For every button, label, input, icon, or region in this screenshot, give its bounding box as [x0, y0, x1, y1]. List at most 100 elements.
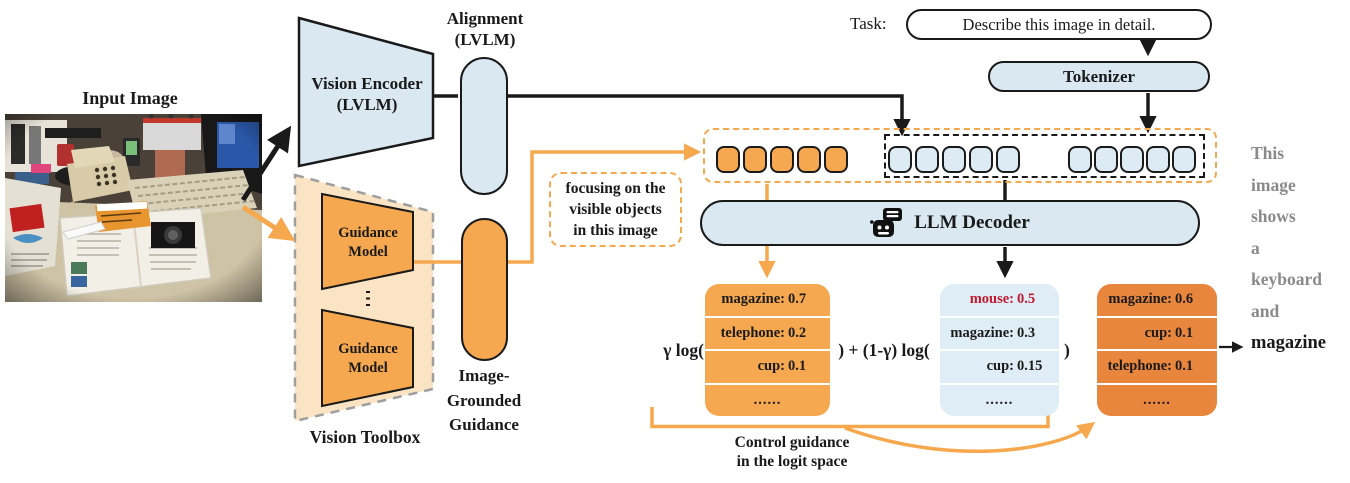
formula-gamma-log: γ log( [663, 340, 704, 360]
alignment-label-line1: Alignment [446, 9, 524, 28]
logit-row: telephone: 0.2 [705, 315, 830, 350]
llm-decoder-pill: LLM Decoder [700, 200, 1200, 246]
igg-label-line2: Grounded [446, 390, 522, 410]
logit-value: 0.5 [1017, 291, 1036, 308]
guidance-model-2-line2: Model [348, 359, 388, 376]
text-token [942, 146, 966, 173]
logit-row: mouse: 0.5 [940, 284, 1059, 316]
logit-row: cup: 0.15 [940, 349, 1059, 383]
text-token [1146, 146, 1170, 173]
output-final-word: magazine [1251, 332, 1327, 353]
image-to-encoder-arrow [240, 125, 292, 202]
igg-label-line3: Guidance [449, 415, 519, 434]
logit-value: 0.3 [1017, 324, 1036, 341]
text-token-outline [884, 134, 1205, 178]
llm-decoder-label: LLM Decoder [914, 212, 1030, 233]
ellipsis-text: ...... [1143, 391, 1171, 408]
alignment-capsule [460, 57, 508, 195]
control-note-line2: in the logit space [736, 453, 848, 470]
output-word: shows [1251, 206, 1296, 227]
focus-note-line2: visible objects [569, 201, 662, 218]
control-note-line1: Control guidance [734, 434, 850, 451]
logit-row-ellipsis: ...... [940, 382, 1059, 417]
logit-value: 0.1 [1175, 324, 1194, 341]
igg-label-line1: Image- [458, 366, 510, 385]
vision-encoder-label-line1: Vision Encoder [311, 74, 423, 93]
ellipsis-text: ...... [985, 391, 1014, 408]
guidance-model-2-label: Guidance Model [324, 340, 412, 377]
output-word: This [1251, 143, 1285, 163]
task-label: Task: [850, 14, 887, 33]
guidance-model-1-line2: Model [348, 243, 388, 260]
alignment-label-line2: (LVLM) [454, 29, 516, 49]
input-image-photo [5, 113, 262, 302]
guidance-model-2-shape [321, 308, 414, 408]
logit-label: mouse: [969, 291, 1014, 308]
logit-row: cup: 0.1 [705, 349, 830, 383]
logit-label: magazine: [721, 291, 785, 308]
logit-row: magazine: 0.7 [705, 284, 830, 316]
vision-encoder-label: Vision Encoder (LVLM) [303, 73, 431, 115]
guidance-model-1-shape [321, 192, 414, 291]
text-token [1120, 146, 1144, 173]
text-token [1068, 146, 1092, 173]
logit-value: 0.6 [1175, 291, 1194, 308]
text-token [888, 146, 912, 173]
guidance-logits-table: magazine: 0.7 telephone: 0.2 cup: 0.1 ..… [705, 284, 830, 416]
tokenizer-pill: Tokenizer [988, 61, 1210, 92]
desk-photo-illustration [5, 113, 262, 302]
logit-value: 0.1 [788, 358, 807, 375]
output-word: a [1251, 237, 1260, 258]
image-token [824, 146, 848, 173]
output-word: image [1251, 174, 1296, 195]
logit-combination-bracket [650, 407, 1050, 429]
vision-encoder-label-line2: (LVLM) [336, 95, 398, 114]
task-prompt-text: Describe this image in detail. [962, 14, 1156, 34]
image-token [797, 146, 821, 173]
logit-label: cup: [1144, 324, 1172, 341]
text-token [915, 146, 939, 173]
logit-row-ellipsis: ...... [705, 382, 830, 417]
ellipsis-text: ...... [753, 391, 782, 408]
focus-note-line3: in this image [573, 222, 658, 239]
image-grounded-guidance-capsule [461, 218, 508, 361]
guidance-model-1-label: Guidance Model [324, 224, 412, 261]
input-image-label: Input Image [82, 88, 178, 108]
logit-value: 0.2 [788, 324, 807, 341]
text-token [996, 146, 1020, 173]
logit-value: 0.15 [1017, 358, 1043, 375]
vision-toolbox-label: Vision Toolbox [309, 427, 421, 447]
generated-output-text: This image shows a keyboard and magazine [1251, 138, 1349, 359]
lvlm-logits-table: mouse: 0.5 magazine: 0.3 cup: 0.15 .....… [940, 284, 1059, 416]
image-token [743, 146, 767, 173]
logit-value: 0.7 [788, 291, 807, 308]
image-token [716, 146, 740, 173]
guidance-model-1-line1: Guidance [338, 225, 398, 241]
task-prompt-pill: Describe this image in detail. [906, 9, 1212, 40]
token-sequence-outline [703, 128, 1217, 183]
logit-label: telephone: [1107, 358, 1172, 375]
combined-logits-table: magazine: 0.6 cup: 0.1 telephone: 0.1 ..… [1097, 284, 1217, 416]
text-token [969, 146, 993, 173]
tokenizer-label: Tokenizer [1062, 66, 1136, 86]
output-word: and [1251, 300, 1280, 321]
focus-note-box: focusing on the visible objects in this … [549, 172, 682, 247]
text-token [1094, 146, 1118, 173]
logit-label: magazine: [950, 324, 1014, 341]
logit-label: cup: [986, 358, 1014, 375]
logit-value: 0.1 [1175, 358, 1194, 375]
image-to-toolbox-arrow [241, 204, 296, 242]
image-grounded-guidance-label: Image- Grounded Guidance [428, 364, 540, 438]
logit-label: telephone: [720, 324, 785, 341]
guidance-model-2-line1: Guidance [338, 341, 398, 357]
logit-row: cup: 0.1 [1097, 315, 1217, 350]
alignment-to-tokens-arrow [508, 94, 911, 137]
output-word: keyboard [1251, 269, 1322, 290]
guidance-control-curved-arrow [844, 421, 1096, 453]
text-token [1172, 146, 1196, 173]
alignment-label: Alignment (LVLM) [423, 9, 547, 50]
logit-row: magazine: 0.3 [940, 315, 1059, 350]
vision-encoder-shape [297, 16, 435, 168]
